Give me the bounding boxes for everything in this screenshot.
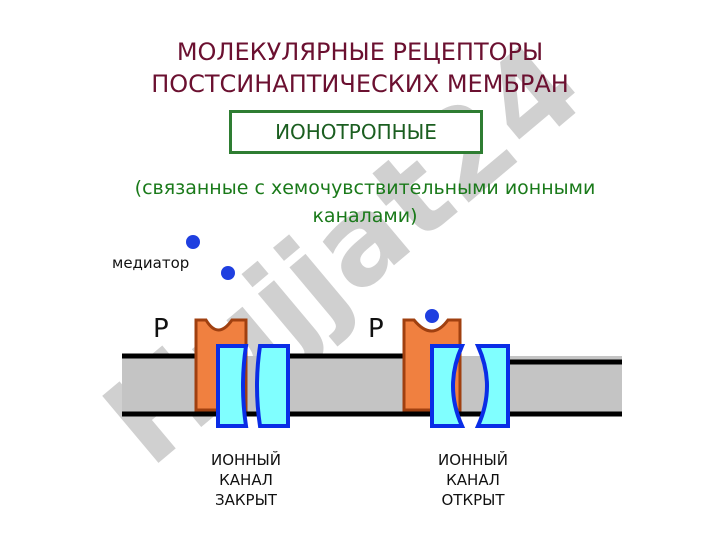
subtitle-line-1: (связанные с хемочувствительными ионными [134, 177, 596, 199]
channel-open-left-half [430, 344, 466, 428]
open-caption-line-3: ОТКРЫТ [441, 491, 505, 509]
closed-caption-line-1: ИОННЫЙ [210, 451, 282, 469]
receptor-label-right: Р [368, 314, 384, 344]
open-caption-line-2: КАНАЛ [446, 471, 500, 489]
closed-channel-caption: ИОННЫЙ КАНАЛ ЗАКРЫТ [186, 450, 306, 510]
page-title: МОЛЕКУЛЯРНЫЕ РЕЦЕПТОРЫ ПОСТСИНАПТИЧЕСКИХ… [0, 36, 720, 100]
mediator-label: медиатор [112, 254, 190, 272]
open-channel-caption: ИОННЫЙ КАНАЛ ОТКРЫТ [413, 450, 533, 510]
ionotropic-box: ИОНОТРОПНЫЕ [229, 110, 483, 154]
channel-closed-right-half [255, 344, 290, 428]
channel-open-right-half [474, 344, 510, 428]
title-line-2: ПОСТСИНАПТИЧЕСКИХ МЕМБРАН [151, 70, 569, 98]
receptor-label-left: Р [153, 314, 169, 344]
channel-closed-left-half [216, 344, 249, 428]
title-line-1: МОЛЕКУЛЯРНЫЕ РЕЦЕПТОРЫ [176, 38, 544, 66]
subtitle-line-2: каналами) [312, 205, 418, 227]
mediator-dot-bound [425, 309, 439, 323]
closed-caption-line-3: ЗАКРЫТ [215, 491, 277, 509]
subtitle: (связанные с хемочувствительными ионными… [70, 174, 660, 230]
closed-caption-line-2: КАНАЛ [219, 471, 273, 489]
mediator-dot-1 [186, 235, 200, 249]
mediator-dot-2 [221, 266, 235, 280]
open-caption-line-1: ИОННЫЙ [437, 451, 509, 469]
